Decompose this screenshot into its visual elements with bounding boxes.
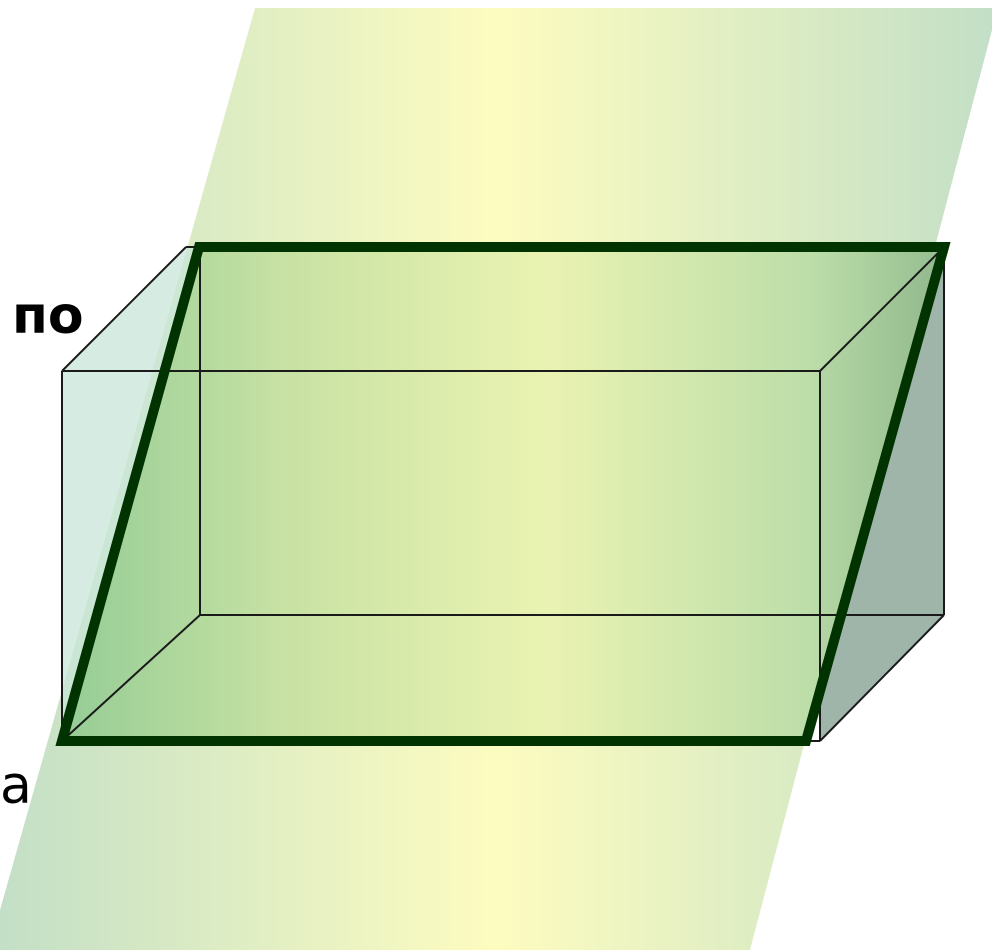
text-fragment-top: по — [12, 286, 84, 346]
edge-top-right-diagonal — [819, 246, 945, 372]
edge-bottom-left-diagonal — [61, 614, 201, 742]
edge-bottom-right-diagonal — [819, 614, 945, 742]
cross-section-fill — [62, 247, 944, 741]
cross-section-outline — [55, 242, 951, 746]
edge-top-left-diagonal — [61, 246, 187, 372]
text-fragment-bottom: а — [0, 756, 32, 816]
